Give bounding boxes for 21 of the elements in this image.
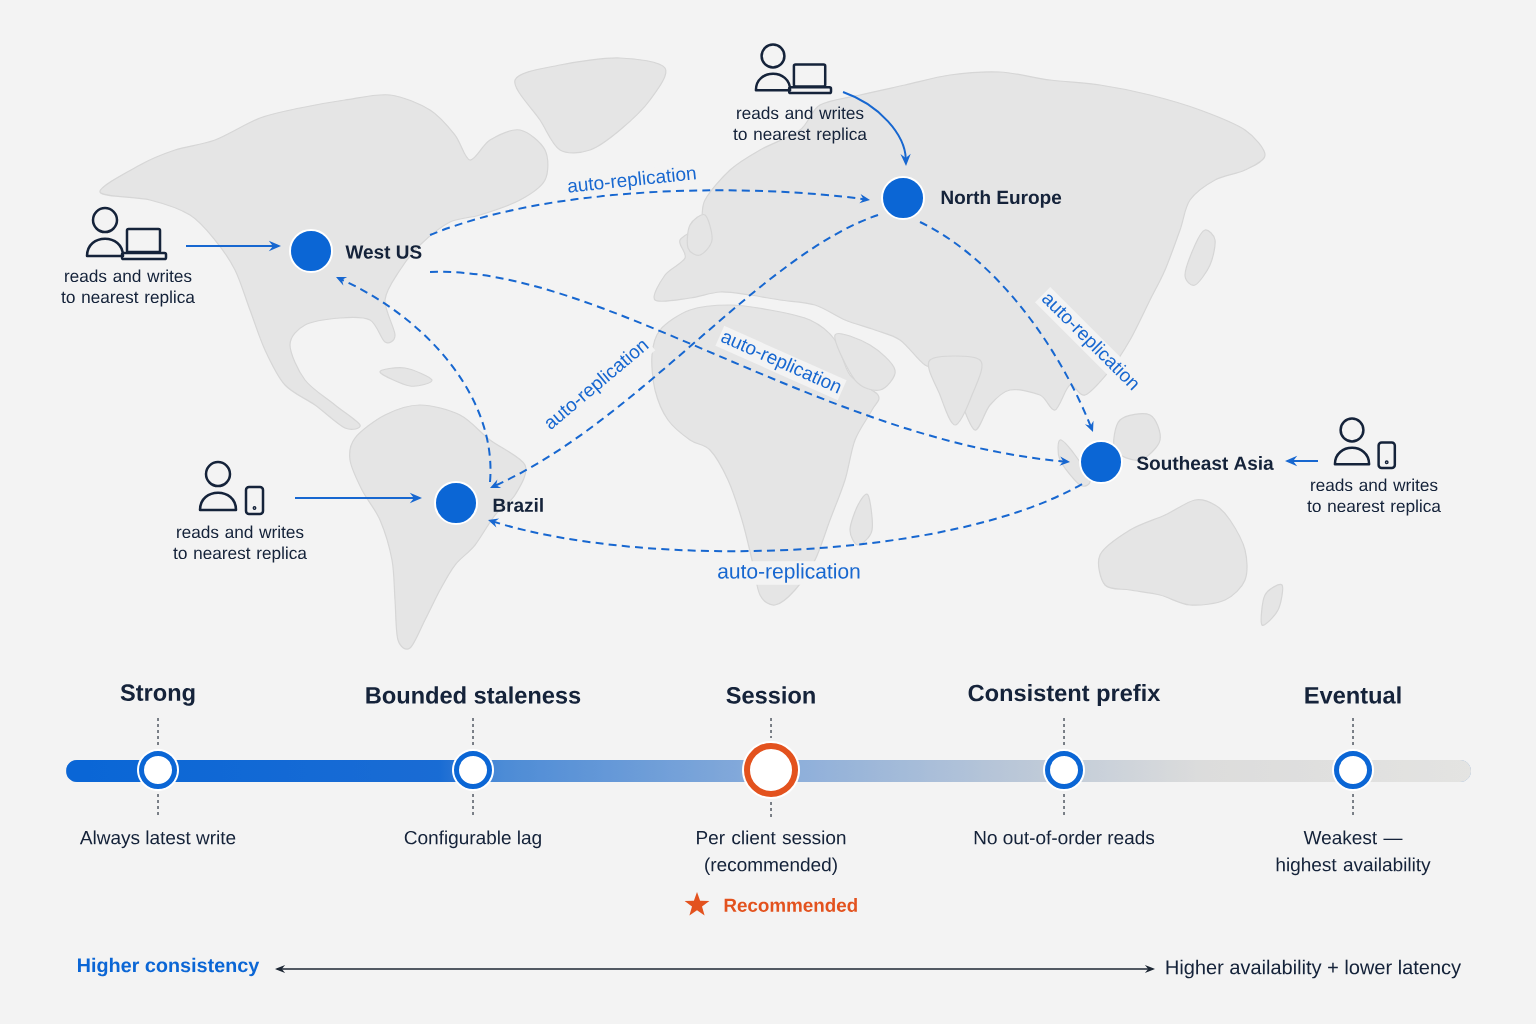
level-description: Per client session (recommended) <box>697 830 846 876</box>
level-description: Weakest — highest availability <box>1276 830 1431 876</box>
level-title: Strong <box>120 684 195 706</box>
level-description: Configurable lag <box>404 830 541 849</box>
level-title: Consistent prefix <box>968 684 1161 706</box>
caption-text: reads and writes to nearest replica <box>173 525 307 563</box>
region-label: Brazil <box>493 498 543 512</box>
level-title: Bounded staleness <box>366 686 581 704</box>
region-label: North Europe <box>941 190 1062 208</box>
recommended-label: Recommended <box>724 898 857 912</box>
caption-text: reads and writes to nearest replica <box>61 269 195 307</box>
caption-text: reads and writes to nearest replica <box>733 106 867 144</box>
region-label: West US <box>345 245 422 259</box>
caption-text: reads and writes to nearest replica <box>1307 478 1441 516</box>
edge-label: auto-replication <box>564 163 700 199</box>
level-title: Session <box>726 686 815 704</box>
level-description: Always latest write <box>79 830 236 849</box>
region-label: Southeast Asia <box>1136 456 1274 470</box>
level-description: No out-of-order reads <box>974 830 1155 845</box>
edge-label: auto-replication <box>715 561 863 585</box>
level-title: Eventual <box>1305 686 1401 704</box>
